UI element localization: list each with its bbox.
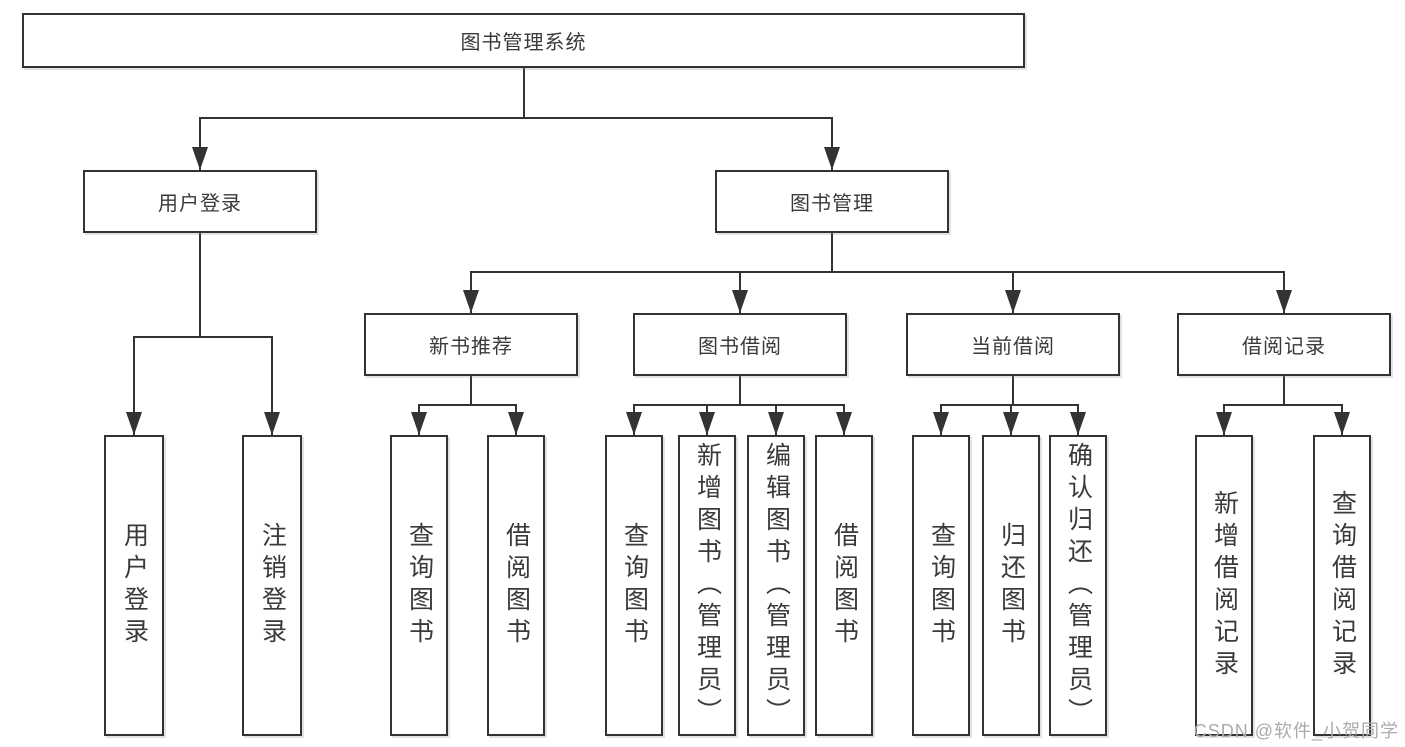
node-query-borrow-record: 查询借阅记录 [1313,435,1371,736]
node-query-books-current: 查询图书 [912,435,970,736]
node-label: 图书管理 [790,193,874,215]
node-label: 图书管理系统 [460,32,587,54]
node-label: 借阅记录 [1242,336,1326,358]
node-confirm-return-admin: 确认归还（管理员） [1049,435,1107,736]
node-add-books-admin: 新增图书（管理员） [678,435,736,736]
node-edit-books-admin: 编辑图书（管理员） [747,435,805,736]
node-book-management: 图书管理 [715,170,949,233]
node-add-borrow-record: 新增借阅记录 [1195,435,1253,736]
node-library-management-system: 图书管理系统 [22,13,1025,68]
node-current-borrow: 当前借阅 [906,313,1120,376]
node-logout: 注销登录 [242,435,302,736]
node-book-borrow: 图书借阅 [633,313,847,376]
node-new-book-recommend: 新书推荐 [364,313,578,376]
node-borrow-records: 借阅记录 [1177,313,1391,376]
node-user-login-leaf: 用户登录 [104,435,164,736]
node-label: 借阅图书 [830,521,859,650]
node-query-books-recommend: 查询图书 [390,435,448,736]
node-label: 查询图书 [405,521,434,650]
node-label: 查询图书 [620,521,649,650]
node-label: 注销登录 [258,521,287,650]
csdn-watermark: CSDN @软件_小贺同学 [1193,721,1399,741]
node-label: 新书推荐 [429,336,513,358]
node-label: 借阅图书 [502,521,531,650]
node-label: 新增借阅记录 [1210,489,1239,682]
node-label: 新增图书（管理员） [693,441,722,730]
node-label: 图书借阅 [698,336,782,358]
node-borrow-books: 借阅图书 [815,435,873,736]
node-label: 编辑图书（管理员） [762,441,791,730]
node-label: 当前借阅 [971,336,1055,358]
node-label: 查询借阅记录 [1328,489,1357,682]
node-label: 查询图书 [927,521,956,650]
node-borrow-books-recommend: 借阅图书 [487,435,545,736]
node-label: 确认归还（管理员） [1064,441,1093,730]
node-label: 用户登录 [120,521,149,650]
node-query-books-borrow: 查询图书 [605,435,663,736]
node-label: 用户登录 [158,193,242,215]
node-return-books: 归还图书 [982,435,1040,736]
node-user-login: 用户登录 [83,170,317,233]
node-label: 归还图书 [997,521,1026,650]
